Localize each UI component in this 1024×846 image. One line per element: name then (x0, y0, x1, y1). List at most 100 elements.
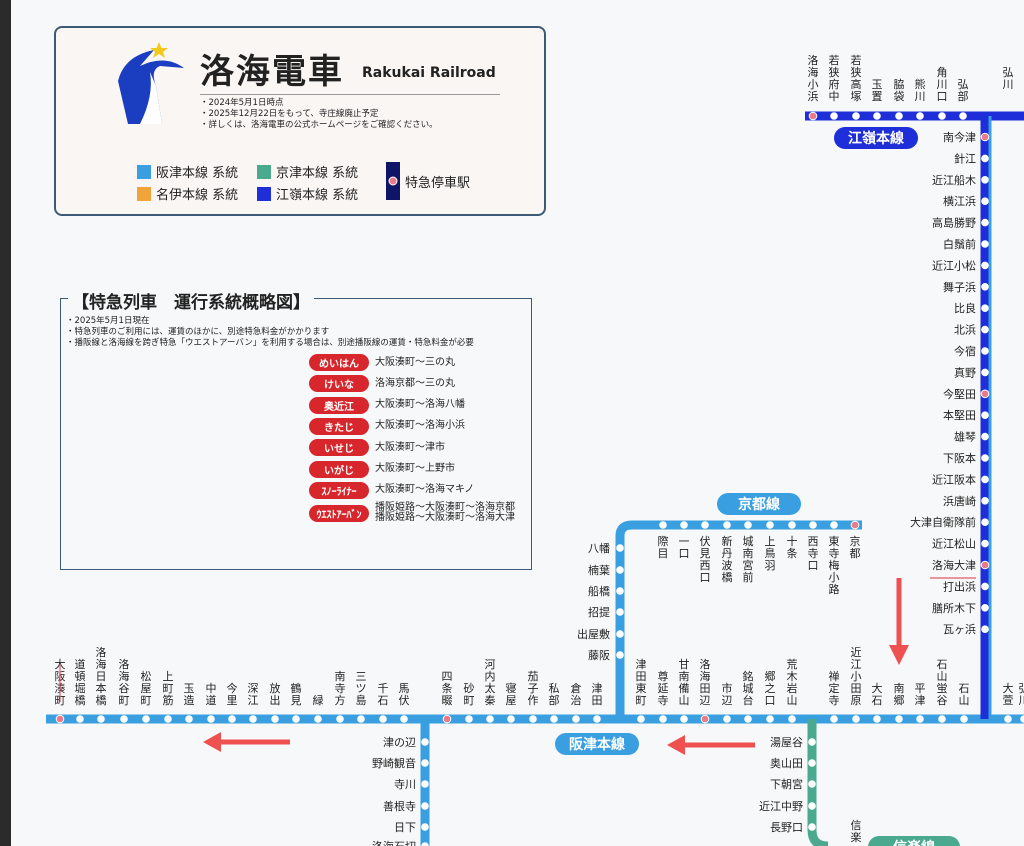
station-dot (981, 497, 989, 505)
station-label: 針江 (954, 151, 976, 165)
kyoto-line-pill-label: 京都線 (738, 496, 780, 513)
station-dot (830, 521, 838, 529)
station-dot (808, 759, 816, 767)
station-dot (981, 454, 989, 462)
express-train-name: けいな (309, 375, 369, 393)
station-label: 今里 (227, 681, 238, 707)
station-label: 野崎観音 (372, 756, 416, 770)
express-train-row: いがじ大阪湊町〜上野市 (309, 460, 455, 478)
station-dot (1020, 715, 1024, 723)
station-dot (249, 715, 257, 723)
station-dot (421, 780, 429, 788)
express-train-route: 大阪湊町〜洛海八幡 (375, 399, 465, 411)
station-dot (593, 715, 601, 723)
express-train-name: いせじ (309, 439, 369, 457)
station-label: 道頓堀橋 (75, 657, 86, 707)
legend-swatch (257, 186, 271, 201)
station-dot (808, 111, 818, 121)
station-label: 下朝宮 (770, 777, 803, 791)
station-dot (960, 715, 968, 723)
station-label: 放出 (270, 681, 281, 707)
station-label: 玉造 (184, 682, 195, 707)
station-dot (616, 587, 624, 595)
station-label: 奥山田 (770, 756, 803, 770)
station-dot (292, 715, 300, 723)
station-dot (55, 714, 65, 724)
station-dot (507, 715, 515, 723)
station-dot (981, 411, 989, 420)
station-dot (1004, 715, 1012, 723)
station-label: 膳所木下 (932, 601, 976, 615)
down-arrow-icon-head (889, 645, 909, 665)
station-dot (442, 714, 452, 724)
station-label: 中道 (206, 682, 217, 707)
station-dot (981, 582, 989, 591)
station-dot (97, 715, 105, 723)
express-train-row: ｳｴｽﾄｱｰﾊﾞﾝ播阪姫路〜大阪湊町〜洛海京都播阪姫路〜大阪湊町〜洛海大津 (309, 503, 515, 523)
station-dot (421, 842, 429, 846)
station-dot (421, 823, 429, 831)
station-dot (873, 112, 881, 120)
station-label: 本堅田 (943, 408, 976, 422)
window-edge (0, 0, 11, 846)
station-label: 弘部 (958, 78, 969, 103)
station-label: 緑 (313, 693, 324, 707)
station-dot (120, 715, 128, 723)
legend-item: 江嶺本線 系統 (257, 184, 358, 203)
station-label: 東寺梅小路 (829, 535, 840, 596)
express-stop-icon (386, 162, 400, 200)
station-dot (207, 715, 215, 723)
station-label: 四条畷 (442, 670, 453, 707)
station-label: 津田 (592, 682, 603, 707)
station-dot (981, 176, 989, 184)
station-label: 三ツ島 (356, 670, 367, 707)
express-notes: ・2025年5月1日現在 ・特急列車のご利用には、運賃のほかに、別途特急料金がか… (66, 316, 474, 349)
star-icon (150, 42, 168, 58)
station-dot (228, 715, 236, 723)
station-label: 近江阪本 (932, 472, 976, 486)
express-train-row: きたじ大阪湊町〜洛海小浜 (309, 417, 465, 435)
express-title: 【特急列車 運行系統概略図】 (68, 288, 314, 313)
station-dot (164, 715, 172, 723)
station-dot (980, 560, 990, 570)
legend-swatch (137, 164, 151, 179)
station-label: 洛海石切 (372, 839, 416, 846)
station-label: 倉治 (571, 681, 582, 707)
station-dot (895, 715, 903, 723)
station-label: 熊川 (915, 77, 926, 103)
note-line: ・播阪線と洛海線を跨ぎ特急「ウエストアーバン」を利用する場合は、別途播阪線の運賃… (66, 338, 474, 348)
station-dot (981, 283, 989, 291)
express-train-name: きたじ (309, 417, 369, 435)
station-label: 伏見西口 (700, 534, 711, 584)
station-label: 市辺 (722, 681, 733, 707)
kyoto-track (615, 520, 862, 719)
express-train-name: めいはん (309, 354, 369, 371)
station-dot (723, 521, 731, 529)
station-label: 招提 (588, 605, 610, 619)
station-label: 脇袋 (894, 78, 905, 103)
station-label: 千石 (378, 682, 389, 707)
station-label: 津の辺 (383, 736, 416, 749)
station-label: 上町筋 (163, 670, 174, 707)
shigaraki-line-pill: 信楽線 (868, 836, 960, 846)
note-line: ・特急列車のご利用には、運賃のほかに、別途特急料金がかかります (66, 327, 330, 337)
station-dot (981, 218, 989, 227)
legend-item: 京津本線 系統 (257, 162, 358, 181)
info-notes: ・2024年5月1日時点 ・2025年12月22日をもって、寺庄線廃止予定 ・詳… (200, 98, 438, 131)
station-label: 弘川 (1003, 66, 1014, 91)
left-arrow-icon-head (203, 732, 221, 752)
shigaraki-line-pill-label: 信楽線 (893, 839, 935, 846)
station-dot (572, 715, 580, 723)
station-label: 今宿 (954, 344, 976, 358)
station-dot (808, 780, 816, 788)
station-dot (981, 240, 989, 248)
station-label: 高島勝野 (932, 216, 976, 230)
station-dot (400, 715, 408, 723)
station-dot (938, 112, 946, 120)
station-label: 大萱 (1003, 681, 1014, 707)
station-dot (616, 544, 624, 552)
station-dot (981, 518, 989, 527)
station-label: 浜唐崎 (943, 494, 976, 508)
station-dot (809, 521, 817, 529)
station-label: 上鳥羽 (765, 535, 776, 572)
